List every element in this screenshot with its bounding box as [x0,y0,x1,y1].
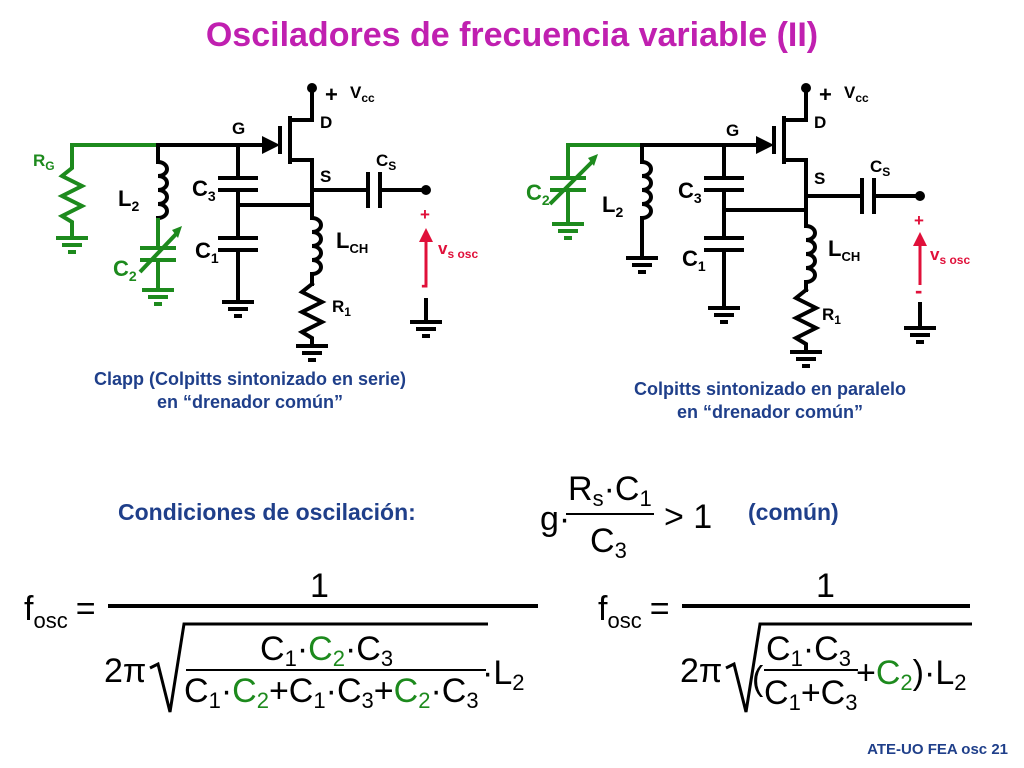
caption-left-line2: en “drenador común” [156,392,344,412]
vcc-plus-left: + [325,82,338,107]
right-circuit: + Vcc G D S C2 L2 C3 C1 CS LCH R1 + vs o… [526,82,970,368]
paren-open-right: ( [752,660,764,698]
vs-label-right: vs osc [930,245,970,267]
caption-left: Clapp (Colpitts sintonizado en serie) en… [30,368,470,414]
drain-label-right: D [814,113,826,132]
two-pi-right: 2π [680,652,722,690]
oscillation-condition: g· Rs·C1 C3 > 1 [540,470,712,563]
c3-label-right: C3 [678,178,702,206]
source-label-right: S [814,169,825,188]
caption-right-line2: en “drenador común” [676,402,864,422]
page-title: Osciladores de frecuencia variable (II) [205,16,819,54]
vs-minus-right: - [915,278,922,303]
vcc-plus-right: + [819,82,832,107]
rg-label: RG [33,151,55,173]
one-left: 1 [310,567,329,605]
num-left: C1·C2·C3 [260,630,393,671]
formula-right: fosc= 1 2π ( C1·C3 C1+C3 +C2)·L2 [598,567,972,715]
caption-right-line1: Colpitts sintonizado en paralelo [633,379,907,399]
c2-label-left: C2 [113,256,137,284]
cs-label-left: CS [376,151,396,173]
lch-label-left: LCH [336,228,368,256]
vs-label-left: vs osc [438,239,478,261]
one-right: 1 [816,567,835,605]
c2-label-right: C2 [526,180,550,208]
cond-g: g· [540,500,570,538]
lch-label-right: LCH [828,236,860,264]
footer: ATE-UO FEA osc 21 [867,741,1008,758]
fosc-left: fosc= [24,590,96,633]
fosc-right: fosc= [598,590,670,633]
gate-label-left: G [232,119,245,138]
vcc-label-left: Vcc [350,83,375,105]
caption-right: Colpitts sintonizado en paralelo en “dre… [560,378,980,424]
cs-label-right: CS [870,157,890,179]
num-right: C1·C3 [766,630,851,671]
den-right: C1+C3 [764,674,857,715]
drain-label-left: D [320,113,332,132]
cond-denominator: C3 [590,522,627,563]
formula-left: fosc= 1 2π C1·C2·C3 C1·C2+C1·C3+C2·C3 ·L… [24,567,538,713]
vcc-label-right: Vcc [844,83,869,105]
vs-minus-left: - [421,272,428,297]
cond-gt: > 1 [664,498,712,536]
caption-left-line1: Clapp (Colpitts sintonizado en serie) [93,369,407,389]
c1-label-left: C1 [195,238,219,266]
r1-label-right: R1 [822,305,841,327]
source-label-left: S [320,167,331,186]
conditions-label: Condiciones de oscilación: [118,499,416,525]
l2-label-left: L2 [118,186,139,214]
gate-label-right: G [726,121,739,140]
r1-label-left: R1 [332,297,351,319]
left-circuit: + Vcc G D S RG L2 C2 C3 C1 CS LCH R1 + v… [33,82,478,362]
l2-term-left: ·L2 [482,654,524,695]
c1-label-right: C1 [682,246,706,274]
l2-label-right: L2 [602,192,623,220]
cond-numerator: Rs·C1 [568,470,652,511]
vs-plus-right: + [914,211,924,230]
c3-label-left: C3 [192,176,216,204]
vs-plus-left: + [420,205,430,224]
den-left: C1·C2+C1·C3+C2·C3 [184,672,479,713]
two-pi-left: 2π [104,652,146,690]
common-label: (común) [748,499,839,525]
rest-right: +C2)·L2 [856,654,966,695]
